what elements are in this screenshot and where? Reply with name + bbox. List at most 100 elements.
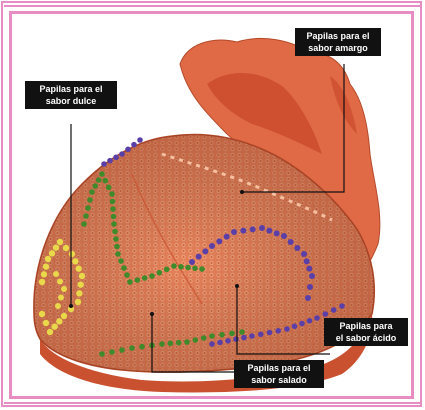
salty-dot-17 — [114, 244, 120, 250]
frame-bottom-line — [4, 402, 421, 404]
salty-dot-20 — [121, 265, 127, 271]
sour-dot-back-4 — [125, 147, 131, 153]
sour-dot-side-1 — [196, 254, 202, 260]
salty-dot-front-10 — [193, 337, 199, 343]
sweet-dot-9 — [72, 258, 78, 264]
salty-dot-31 — [192, 265, 198, 271]
label-sweet: Papilas para el sabor dulce — [25, 81, 117, 109]
sour-dot-edge-4 — [241, 335, 247, 341]
sweet-dot-14 — [75, 299, 81, 305]
label-bitter: Papilas para el sabor amargo — [295, 28, 381, 56]
sour-dot-edge-12 — [307, 318, 313, 324]
sweet-dot-5 — [53, 244, 59, 250]
sweet-dot-8 — [69, 251, 75, 257]
sour-dot-side-15 — [301, 251, 307, 257]
salty-dot-3 — [87, 197, 93, 203]
sweet-dot-0 — [39, 279, 45, 285]
sweet-dot-11 — [79, 273, 85, 279]
sweet-dot-inner-3 — [58, 295, 64, 301]
sour-dot-side-19 — [307, 284, 313, 290]
sweet-dot-12 — [77, 281, 83, 287]
sweet-dot-1 — [41, 271, 47, 277]
sour-dot-side-12 — [281, 233, 287, 239]
sour-dot-edge-7 — [267, 330, 273, 336]
leader-dot-salado — [150, 312, 154, 316]
salty-dot-front-0 — [99, 351, 105, 357]
sweet-dot-inner-2 — [61, 286, 67, 292]
sour-dot-edge-2 — [225, 338, 231, 344]
image-panel: Papilas para el sabor amargo Papilas par… — [9, 11, 414, 399]
salty-dot-2 — [85, 205, 91, 211]
sour-dot-back-1 — [107, 158, 113, 164]
salty-dot-8 — [103, 178, 109, 184]
salty-dot-front-13 — [219, 332, 225, 338]
sour-dot-side-0 — [189, 259, 195, 265]
sweet-dot-7 — [63, 245, 69, 251]
salty-dot-front-3 — [129, 345, 135, 351]
sour-dot-edge-11 — [299, 321, 305, 327]
salty-dot-25 — [149, 273, 155, 279]
sour-dot-edge-9 — [284, 326, 290, 332]
salty-dot-front-4 — [139, 344, 145, 350]
salty-dot-front-15 — [239, 329, 245, 335]
leader-dot-dulce — [69, 304, 73, 308]
salty-dot-32 — [199, 266, 205, 272]
sour-dot-side-9 — [259, 225, 265, 231]
salty-dot-front-2 — [119, 347, 125, 353]
salty-dot-0 — [81, 221, 87, 227]
sour-dot-side-20 — [305, 295, 311, 301]
salty-dot-28 — [171, 263, 177, 269]
sour-dot-side-13 — [288, 239, 294, 245]
sweet-dot-3 — [45, 256, 51, 262]
label-sour: Papilas para el sabor ácido — [324, 318, 408, 346]
sweet-dot-inner-4 — [55, 303, 61, 309]
sour-dot-edge-1 — [217, 340, 223, 346]
salty-dot-24 — [142, 275, 148, 281]
salty-dot-front-1 — [109, 349, 115, 355]
salty-dot-1 — [83, 213, 89, 219]
sour-dot-side-7 — [240, 228, 246, 234]
salty-dot-11 — [110, 199, 116, 205]
sour-dot-side-16 — [304, 258, 310, 264]
salty-dot-6 — [96, 177, 102, 183]
sour-dot-back-3 — [119, 151, 125, 157]
sour-dot-side-3 — [209, 243, 215, 249]
sweet-dot-13 — [76, 290, 82, 296]
salty-dot-27 — [164, 267, 170, 273]
label-salty: Papilas para el sabor salado — [234, 360, 324, 388]
salty-dot-9 — [106, 185, 112, 191]
salty-dot-front-14 — [229, 331, 235, 337]
salty-dot-front-9 — [184, 339, 190, 345]
leader-dot-amargo — [240, 190, 244, 194]
salty-dot-23 — [135, 277, 141, 283]
sour-dot-side-6 — [231, 229, 237, 235]
sour-dot-side-10 — [266, 228, 272, 234]
sour-dot-edge-6 — [258, 331, 264, 337]
sweet-dot-16 — [61, 313, 67, 319]
sour-dot-edge-10 — [292, 323, 298, 329]
salty-dot-16 — [113, 236, 119, 242]
sweet-dot-20 — [43, 320, 49, 326]
salty-dot-19 — [118, 258, 124, 264]
salty-dot-14 — [111, 221, 117, 227]
sweet-dot-4 — [49, 250, 55, 256]
salty-dot-22 — [127, 279, 133, 285]
sweet-dot-2 — [43, 263, 49, 269]
sweet-dot-19 — [47, 329, 53, 335]
salty-dot-5 — [93, 183, 99, 189]
sour-dot-side-14 — [294, 245, 300, 251]
sour-dot-side-2 — [202, 248, 208, 254]
salty-dot-10 — [109, 191, 115, 197]
sour-dot-edge-16 — [339, 303, 345, 309]
salty-dot-12 — [110, 206, 116, 212]
sour-dot-edge-14 — [323, 311, 329, 317]
salty-dot-front-6 — [159, 341, 165, 347]
salty-dot-21 — [124, 272, 130, 278]
sour-dot-side-4 — [216, 238, 222, 244]
sweet-dot-10 — [75, 265, 81, 271]
sour-dot-edge-0 — [209, 341, 215, 347]
salty-dot-front-11 — [201, 335, 207, 341]
sour-dot-back-2 — [113, 155, 119, 161]
sweet-dot-inner-1 — [57, 279, 63, 285]
frame-top-line — [4, 5, 421, 7]
